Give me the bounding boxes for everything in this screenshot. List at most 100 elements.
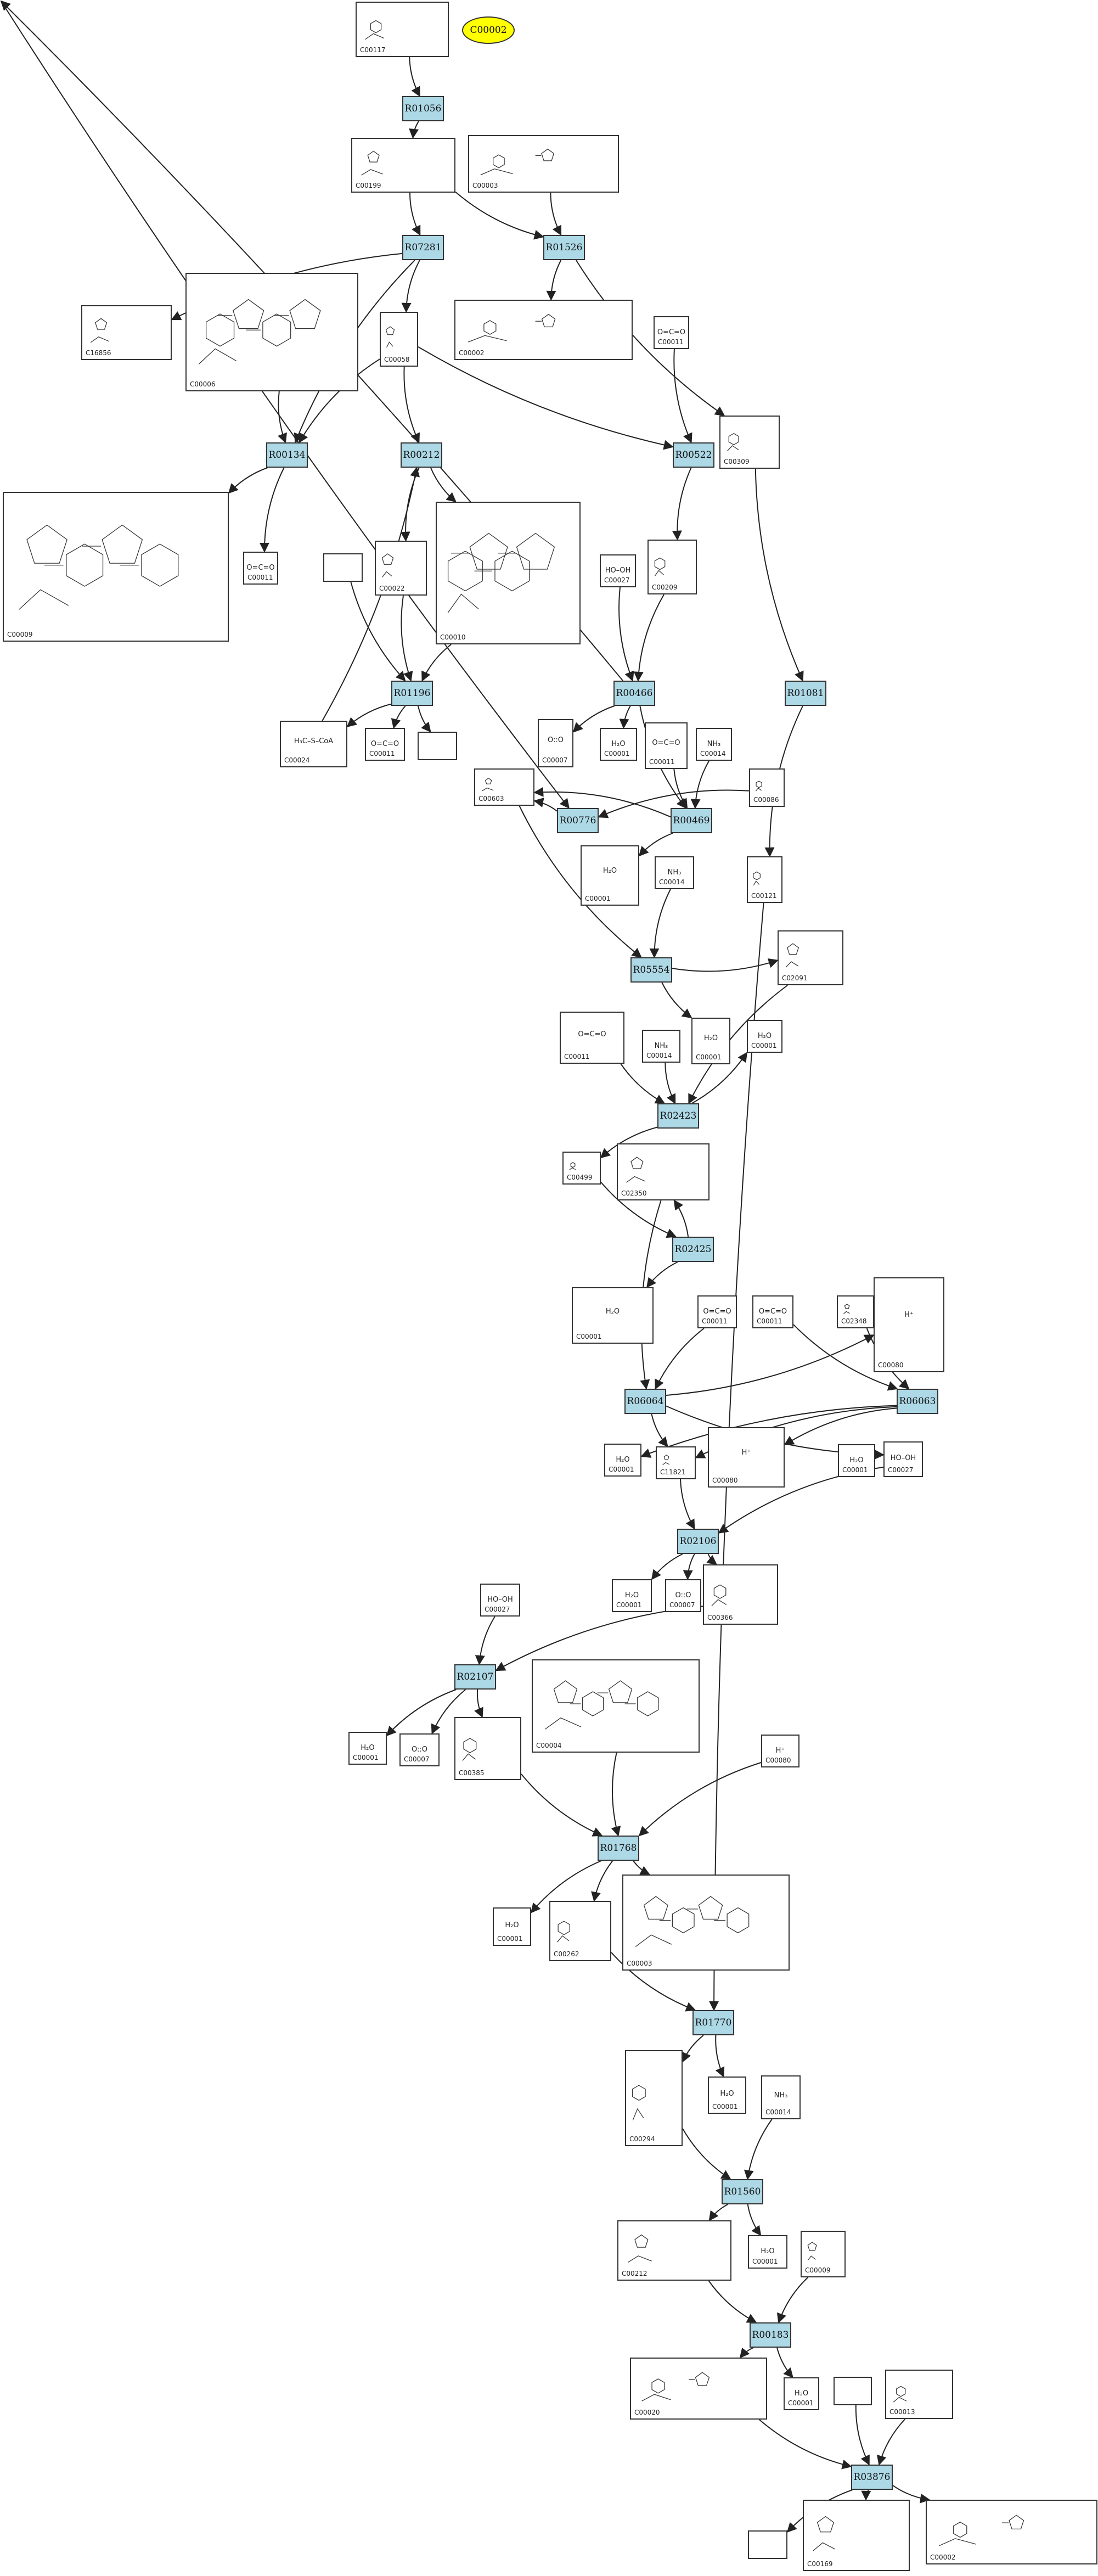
reaction-node[interactable]: R00212 — [401, 442, 442, 468]
compound-node[interactable]: H⁺C00080 — [874, 1277, 944, 1372]
reaction-node[interactable]: R02423 — [657, 1103, 699, 1129]
compound-node[interactable]: C02091 — [778, 930, 843, 985]
reaction-node[interactable]: R01770 — [692, 2010, 734, 2035]
reaction-edge — [521, 1774, 603, 1837]
empty-compound-node[interactable] — [323, 553, 363, 582]
reaction-node[interactable]: R01560 — [722, 2179, 763, 2204]
reaction-node[interactable]: R01056 — [402, 96, 444, 121]
reaction-edge — [747, 2204, 762, 2236]
compound-node[interactable]: C00006 — [185, 273, 358, 391]
compound-node[interactable]: C00603 — [474, 768, 534, 806]
compound-node[interactable]: C00209 — [647, 540, 697, 594]
compound-node[interactable]: C00002 — [926, 2500, 1097, 2564]
reaction-node[interactable]: R03876 — [851, 2465, 893, 2490]
compound-node[interactable]: C11821 — [656, 1446, 696, 1479]
reaction-node[interactable]: R00134 — [266, 442, 308, 468]
compound-node[interactable]: C00022 — [375, 541, 427, 596]
reaction-node[interactable]: R01196 — [391, 681, 433, 706]
reaction-node[interactable]: R00776 — [557, 808, 599, 833]
reaction-node[interactable]: R06063 — [897, 1389, 938, 1414]
reaction-node[interactable]: R02107 — [454, 1664, 496, 1690]
molecule-structure-icon — [381, 553, 394, 577]
compound-node[interactable]: H⁺C00080 — [708, 1427, 785, 1488]
compound-node[interactable]: C00262 — [549, 1901, 611, 1961]
reaction-node[interactable]: R00183 — [750, 2322, 791, 2348]
compound-node[interactable]: C00309 — [719, 416, 780, 469]
compound-node[interactable]: C00010 — [436, 502, 581, 644]
compound-node[interactable]: C00117 — [356, 2, 449, 57]
reaction-node[interactable]: R00469 — [671, 808, 712, 833]
compound-node[interactable]: H⁺C00080 — [761, 1735, 799, 1767]
reaction-node[interactable]: R01526 — [543, 235, 585, 260]
compound-node[interactable]: C16856 — [81, 305, 172, 360]
reaction-node[interactable]: R02425 — [672, 1237, 714, 1262]
reaction-node[interactable]: R07281 — [402, 235, 444, 260]
compound-node[interactable]: C00086 — [749, 768, 785, 807]
reaction-node[interactable]: R00466 — [613, 681, 655, 706]
empty-compound-node[interactable] — [748, 2530, 787, 2559]
empty-compound-node[interactable] — [418, 732, 457, 760]
reaction-node[interactable]: R05554 — [630, 957, 672, 983]
compound-node[interactable]: C00199 — [351, 138, 455, 193]
compound-node[interactable]: C00212 — [617, 2220, 731, 2281]
compound-node[interactable]: C00169 — [803, 2500, 910, 2571]
reaction-node[interactable]: R01768 — [598, 1836, 639, 1861]
compound-id-label: C00014 — [659, 878, 685, 886]
compound-node[interactable]: C00121 — [747, 856, 782, 903]
compound-node[interactable]: C00499 — [562, 1152, 601, 1185]
highlight-ellipse[interactable]: C00002 — [462, 16, 515, 44]
reaction-node[interactable]: R02106 — [677, 1529, 719, 1554]
compound-node[interactable]: C00058 — [380, 312, 418, 367]
reaction-node[interactable]: R06064 — [624, 1389, 666, 1414]
compound-node[interactable]: C00366 — [703, 1564, 778, 1625]
compound-node[interactable]: C00009 — [3, 492, 229, 642]
compound-node[interactable]: C00003 — [622, 1875, 790, 1971]
compound-node[interactable]: C00003 — [468, 135, 619, 193]
compound-node[interactable]: C00013 — [885, 2370, 953, 2419]
compound-node[interactable]: C00294 — [625, 2050, 683, 2146]
compound-node[interactable]: C02348 — [837, 1295, 874, 1328]
reaction-node[interactable]: R00522 — [673, 442, 714, 468]
compound-node[interactable]: C00002 — [454, 300, 633, 360]
reaction-node[interactable]: R01081 — [785, 681, 826, 706]
compound-node[interactable]: C00385 — [454, 1717, 521, 1780]
compound-node[interactable]: C02350 — [617, 1143, 710, 1200]
reaction-edge — [418, 346, 674, 450]
compound-node[interactable]: C00009 — [801, 2231, 846, 2277]
compound-node[interactable]: C00004 — [532, 1659, 700, 1753]
compound-id-label: C00009 — [805, 2266, 831, 2274]
compound-node[interactable]: C00020 — [630, 2358, 767, 2420]
empty-compound-node[interactable] — [834, 2377, 872, 2405]
